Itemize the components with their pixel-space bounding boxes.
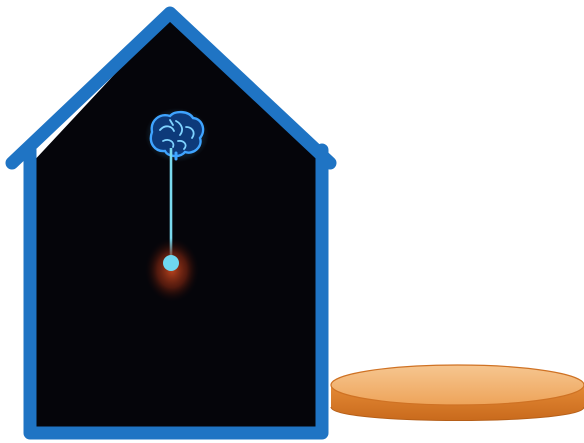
house-body xyxy=(30,15,326,435)
brain-icon xyxy=(145,108,209,162)
glowing-dot-icon xyxy=(145,238,199,302)
petri-dish-icon xyxy=(331,365,584,421)
